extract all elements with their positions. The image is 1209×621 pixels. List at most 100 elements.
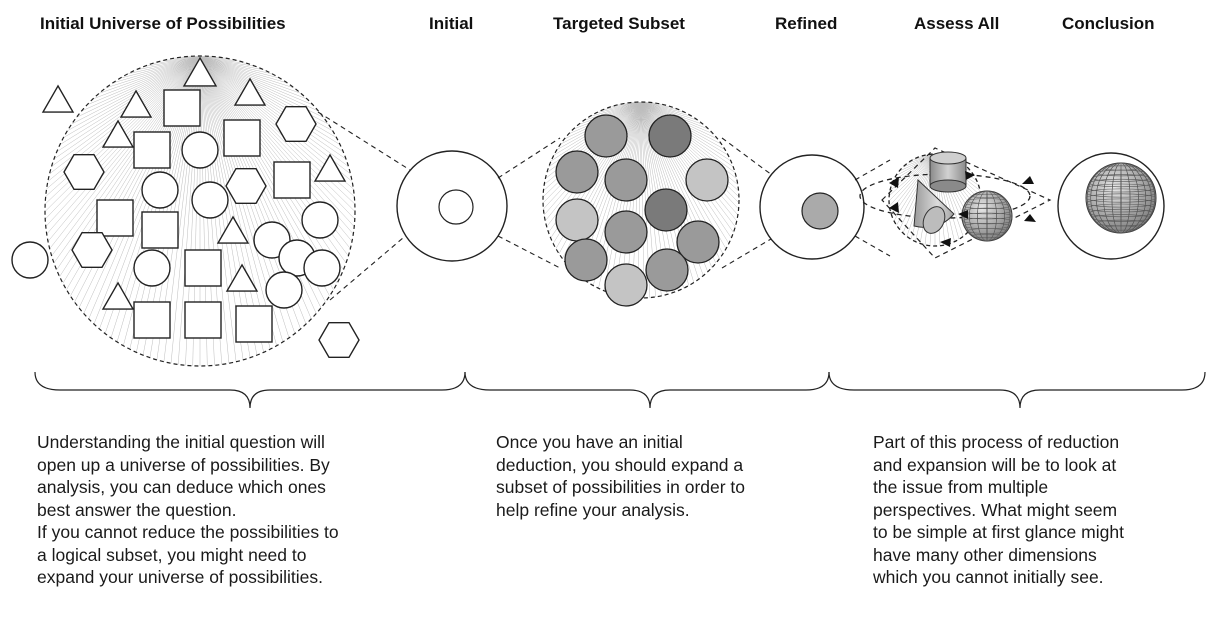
subset-ball — [685, 158, 729, 202]
ray-line — [45, 57, 201, 166]
ray-line — [45, 57, 201, 189]
ray-line — [199, 57, 355, 152]
ray-line — [640, 102, 739, 182]
ray-line — [640, 102, 681, 104]
heading-conclusion: Conclusion — [1062, 14, 1155, 33]
hexagon-shape — [71, 231, 113, 269]
ray-line — [199, 56, 208, 59]
caption-line: analysis, you can deduce which ones — [37, 477, 326, 497]
ray-line — [199, 57, 355, 159]
subset-ball — [604, 263, 648, 307]
ray-line — [637, 102, 642, 104]
ray-line — [45, 57, 201, 181]
ray-line — [46, 57, 201, 138]
circle-shape — [141, 171, 179, 209]
ray-line — [640, 102, 739, 170]
caption-line: have many other dimensions — [873, 544, 1097, 565]
conclusion-group — [1057, 152, 1165, 260]
sphere-longitude — [1103, 163, 1139, 233]
ray-line — [199, 56, 224, 59]
ray-line — [891, 154, 936, 175]
caption-line: Understanding the initial question will — [37, 432, 325, 452]
ray-line — [45, 57, 201, 152]
triangle-shape — [216, 215, 250, 244]
connector-universe-initial-top — [317, 111, 411, 171]
targeted-circle — [542, 101, 740, 299]
square-shape — [184, 249, 222, 287]
triangle-shape — [41, 84, 75, 113]
sphere-longitude — [1095, 163, 1147, 233]
caption-line: deduction, you should expand a — [496, 454, 744, 475]
ray-line — [199, 57, 355, 250]
subset-ball — [564, 238, 608, 282]
brace-right — [828, 371, 1206, 409]
circle-shape — [181, 131, 219, 169]
caption-middle: Once you have an initial deduction, you … — [496, 431, 745, 521]
hexagon-shape — [318, 321, 360, 359]
hexagon-shape — [225, 167, 267, 205]
ray-line — [199, 57, 239, 366]
brace-middle — [464, 371, 830, 409]
ray-line — [640, 102, 739, 176]
sphere-longitude — [1090, 163, 1152, 233]
arrow-head-icon — [1022, 176, 1034, 184]
ray-line — [640, 102, 739, 164]
caption-right: Part of this process of reduction and ex… — [873, 431, 1124, 589]
subset-ball — [604, 158, 648, 202]
caption-line: perspectives. What might seem — [873, 499, 1118, 520]
caption-line: open up a universe of possibilities. By — [37, 454, 330, 475]
ray-line — [543, 102, 642, 201]
caption-line: subset of possibilities in order to — [496, 477, 746, 497]
triangle-shape — [182, 56, 218, 87]
targeted-subset-group — [542, 101, 740, 307]
refined-inner-circle — [801, 192, 839, 230]
assess-diamond — [881, 147, 1052, 259]
arrow-head-icon — [1024, 214, 1036, 222]
ray-line — [890, 154, 936, 226]
ray-line — [199, 56, 268, 59]
ray-line — [601, 102, 642, 298]
square-shape — [141, 211, 179, 249]
arrow-head-icon — [965, 171, 975, 180]
brace-left — [34, 371, 466, 409]
subset-ball — [555, 150, 599, 194]
ray-line — [601, 102, 642, 104]
circle-shape — [11, 241, 49, 279]
cylinder-shape — [929, 151, 967, 193]
ray-line — [199, 57, 288, 358]
arrow-head-icon — [958, 210, 968, 219]
sphere-longitude — [969, 191, 1005, 241]
ray-line — [631, 102, 642, 104]
ray-line — [176, 56, 201, 59]
cone-shape — [913, 178, 955, 234]
ray-line — [132, 56, 201, 59]
triangle-shape — [101, 119, 135, 148]
ray-line — [169, 56, 201, 59]
ray-line — [889, 154, 936, 201]
sphere-longitude — [1111, 163, 1131, 233]
arrow-head-icon — [889, 177, 899, 188]
heading-refined: Refined — [775, 14, 838, 33]
subset-ball — [648, 114, 692, 158]
connector-refined-assess-top — [854, 159, 891, 181]
ray-line — [889, 154, 936, 195]
sphere-longitude — [977, 191, 997, 241]
hexagon-shape — [275, 105, 317, 143]
circle-shape — [301, 201, 339, 239]
ray-line — [45, 57, 201, 145]
circle-shape — [191, 181, 229, 219]
ray-line — [199, 57, 355, 242]
ray-line — [45, 57, 201, 174]
initial-inner-circle — [438, 189, 474, 225]
caption-line: to be simple at first glance might — [873, 522, 1124, 542]
triangle-shape — [101, 281, 135, 310]
ray-line — [889, 154, 936, 211]
connector-targeted-refined-top — [721, 137, 777, 179]
subset-ball — [676, 220, 720, 264]
ray-line — [893, 154, 936, 230]
subset-ball — [584, 114, 628, 158]
caption-line: expand your universe of possibilities. — [37, 567, 323, 587]
square-shape — [184, 301, 222, 339]
ray-line — [199, 57, 355, 235]
